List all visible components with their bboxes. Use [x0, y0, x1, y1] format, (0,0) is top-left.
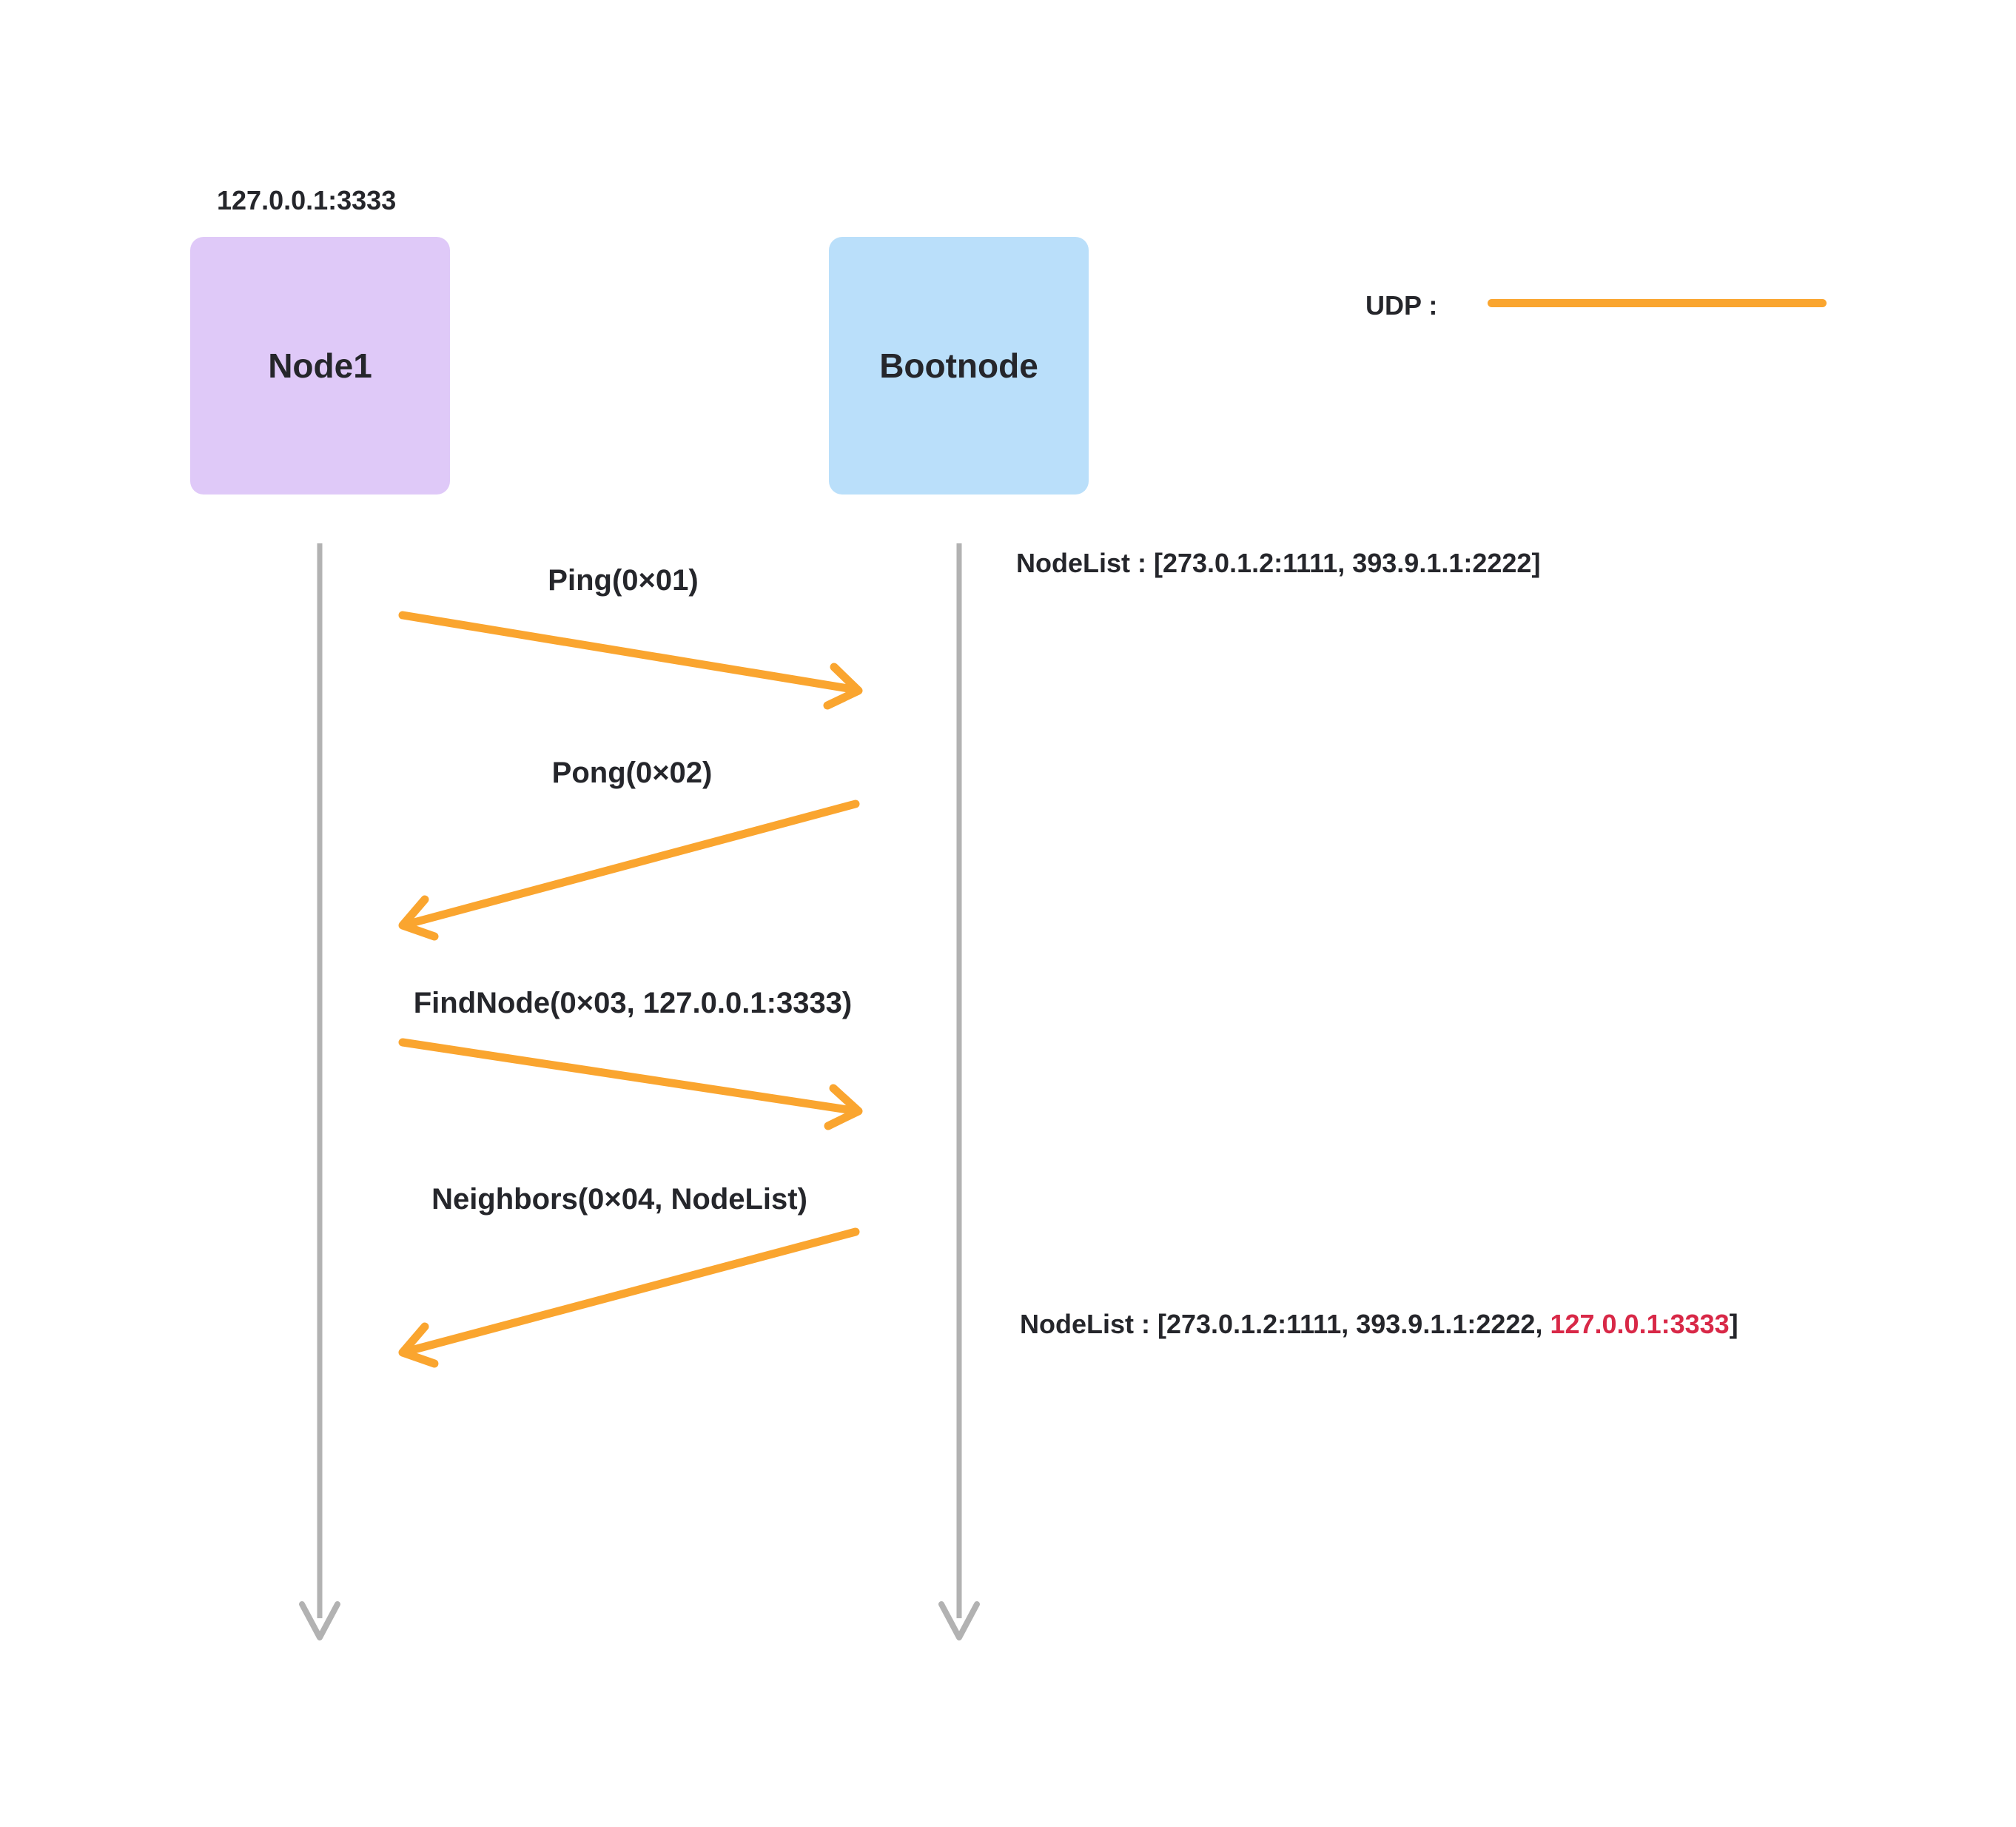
nodelist-updated-highlight: 127.0.0.1:3333: [1550, 1309, 1730, 1339]
nodelist-annotation-initial: NodeList : [273.0.1.2:1111, 393.9.1.1:22…: [1016, 548, 1541, 578]
node1-box-label: Node1: [268, 346, 372, 385]
neighbors-arrowhead-icon: [398, 1322, 439, 1368]
bootnode-box: Bootnode: [829, 237, 1089, 495]
ping-arrow: [398, 611, 863, 710]
nodelist-annotation-updated: NodeList : [273.0.1.2:1111, 393.9.1.1:22…: [1020, 1309, 1738, 1340]
ping-arrow-line: [398, 611, 857, 694]
udp-legend-line: [1488, 299, 1827, 307]
pong-message-label: Pong(0×02): [551, 757, 713, 789]
ping-message-label: Ping(0×01): [548, 564, 699, 597]
node1-lifeline-arrowhead-icon: [299, 1601, 340, 1640]
nodelist-updated-prefix: NodeList : [273.0.1.2:1111, 393.9.1.1:22…: [1020, 1309, 1550, 1339]
pong-arrow: [398, 799, 860, 941]
findnode-arrowhead-icon: [824, 1084, 863, 1130]
bootnode-lifeline: [938, 543, 980, 1640]
node1-box: Node1: [190, 237, 450, 495]
findnode-arrow: [398, 1038, 863, 1130]
findnode-arrow-line: [398, 1038, 857, 1115]
ping-arrowhead-icon: [823, 663, 863, 710]
udp-legend-label: UDP :: [1365, 290, 1438, 321]
neighbors-arrow-line: [404, 1227, 860, 1355]
neighbors-message-label: Neighbors(0×04, NodeList): [431, 1183, 807, 1216]
node1-address-label: 127.0.0.1:3333: [217, 185, 397, 215]
neighbors-arrow: [398, 1227, 860, 1368]
bootnode-box-label: Bootnode: [879, 346, 1038, 385]
findnode-message-label: FindNode(0×03, 127.0.0.1:3333): [413, 987, 853, 1019]
nodelist-updated-suffix: ]: [1729, 1309, 1738, 1339]
bootnode-lifeline-arrowhead-icon: [938, 1601, 980, 1640]
pong-arrowhead-icon: [398, 895, 439, 941]
pong-arrow-line: [404, 799, 860, 928]
node1-lifeline: [299, 543, 340, 1640]
